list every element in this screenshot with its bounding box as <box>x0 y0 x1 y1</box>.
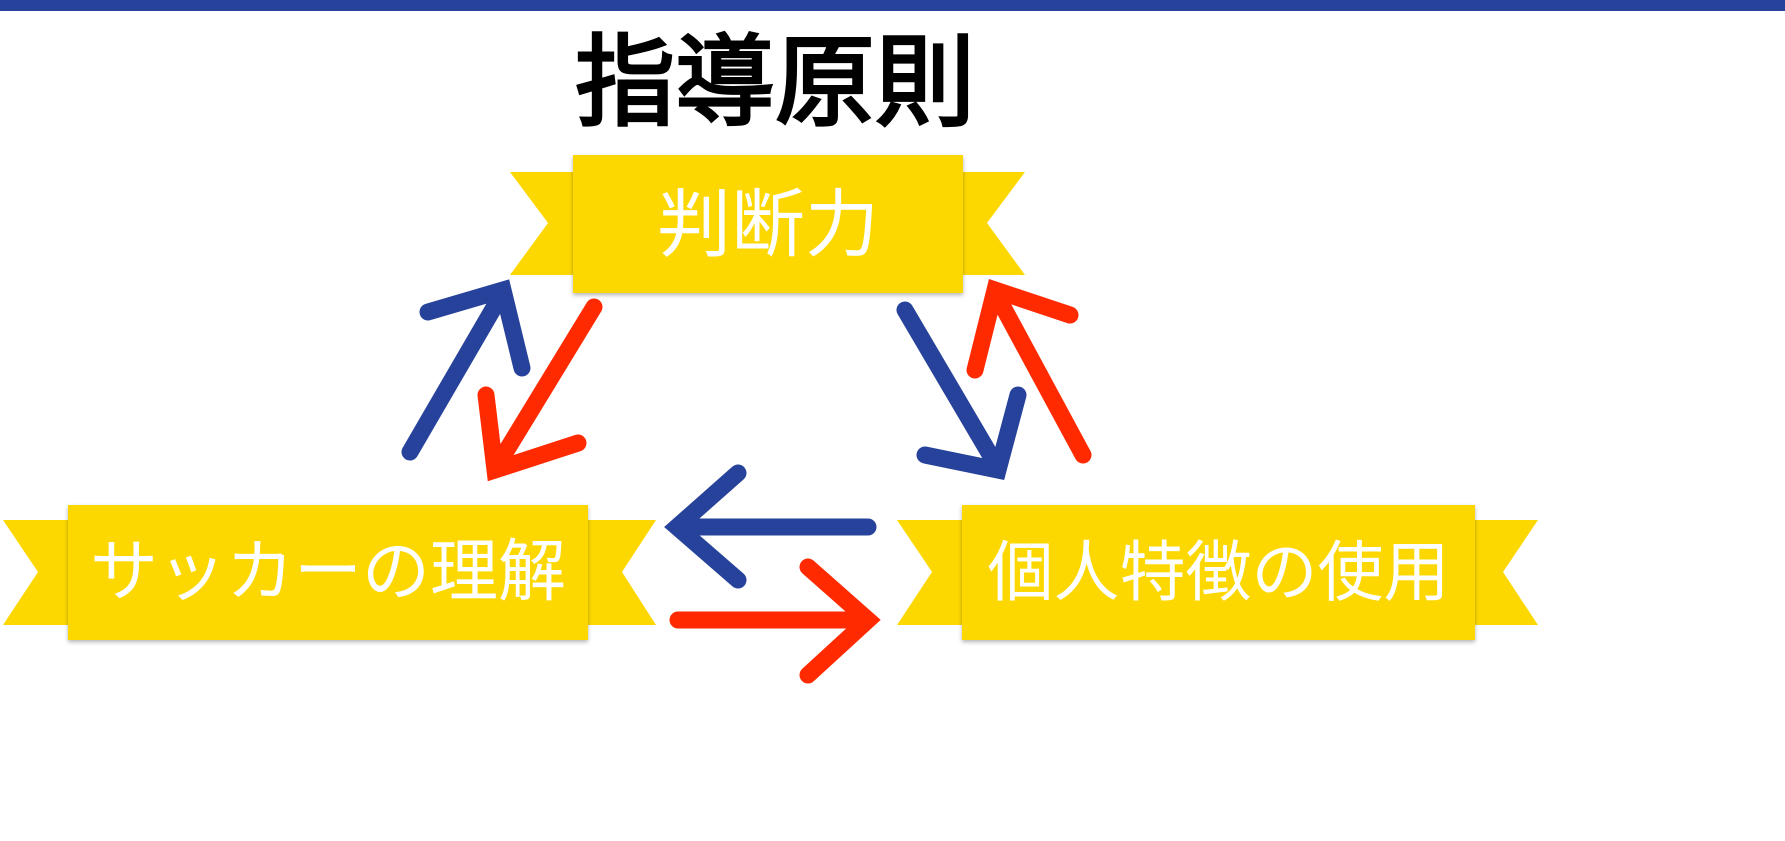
arrow-top-to-right <box>896 301 1027 480</box>
node-left-label: サッカーの理解 <box>89 533 566 612</box>
arrow-top-to-left <box>477 298 603 482</box>
arrow-left-to-top <box>401 279 531 461</box>
page-title: 指導原則 <box>575 24 975 141</box>
ribbon-top <box>573 155 963 293</box>
node-right-label: 個人特徴の使用 <box>987 534 1450 611</box>
node-top-label: 判断力 <box>657 182 879 268</box>
ribbon-right <box>962 505 1475 640</box>
top-bar <box>0 0 1785 11</box>
arrow-right-to-left <box>664 464 877 589</box>
arrow-right-to-top <box>966 279 1092 464</box>
ribbon-left <box>68 505 588 640</box>
arrow-left-to-right <box>669 558 881 684</box>
